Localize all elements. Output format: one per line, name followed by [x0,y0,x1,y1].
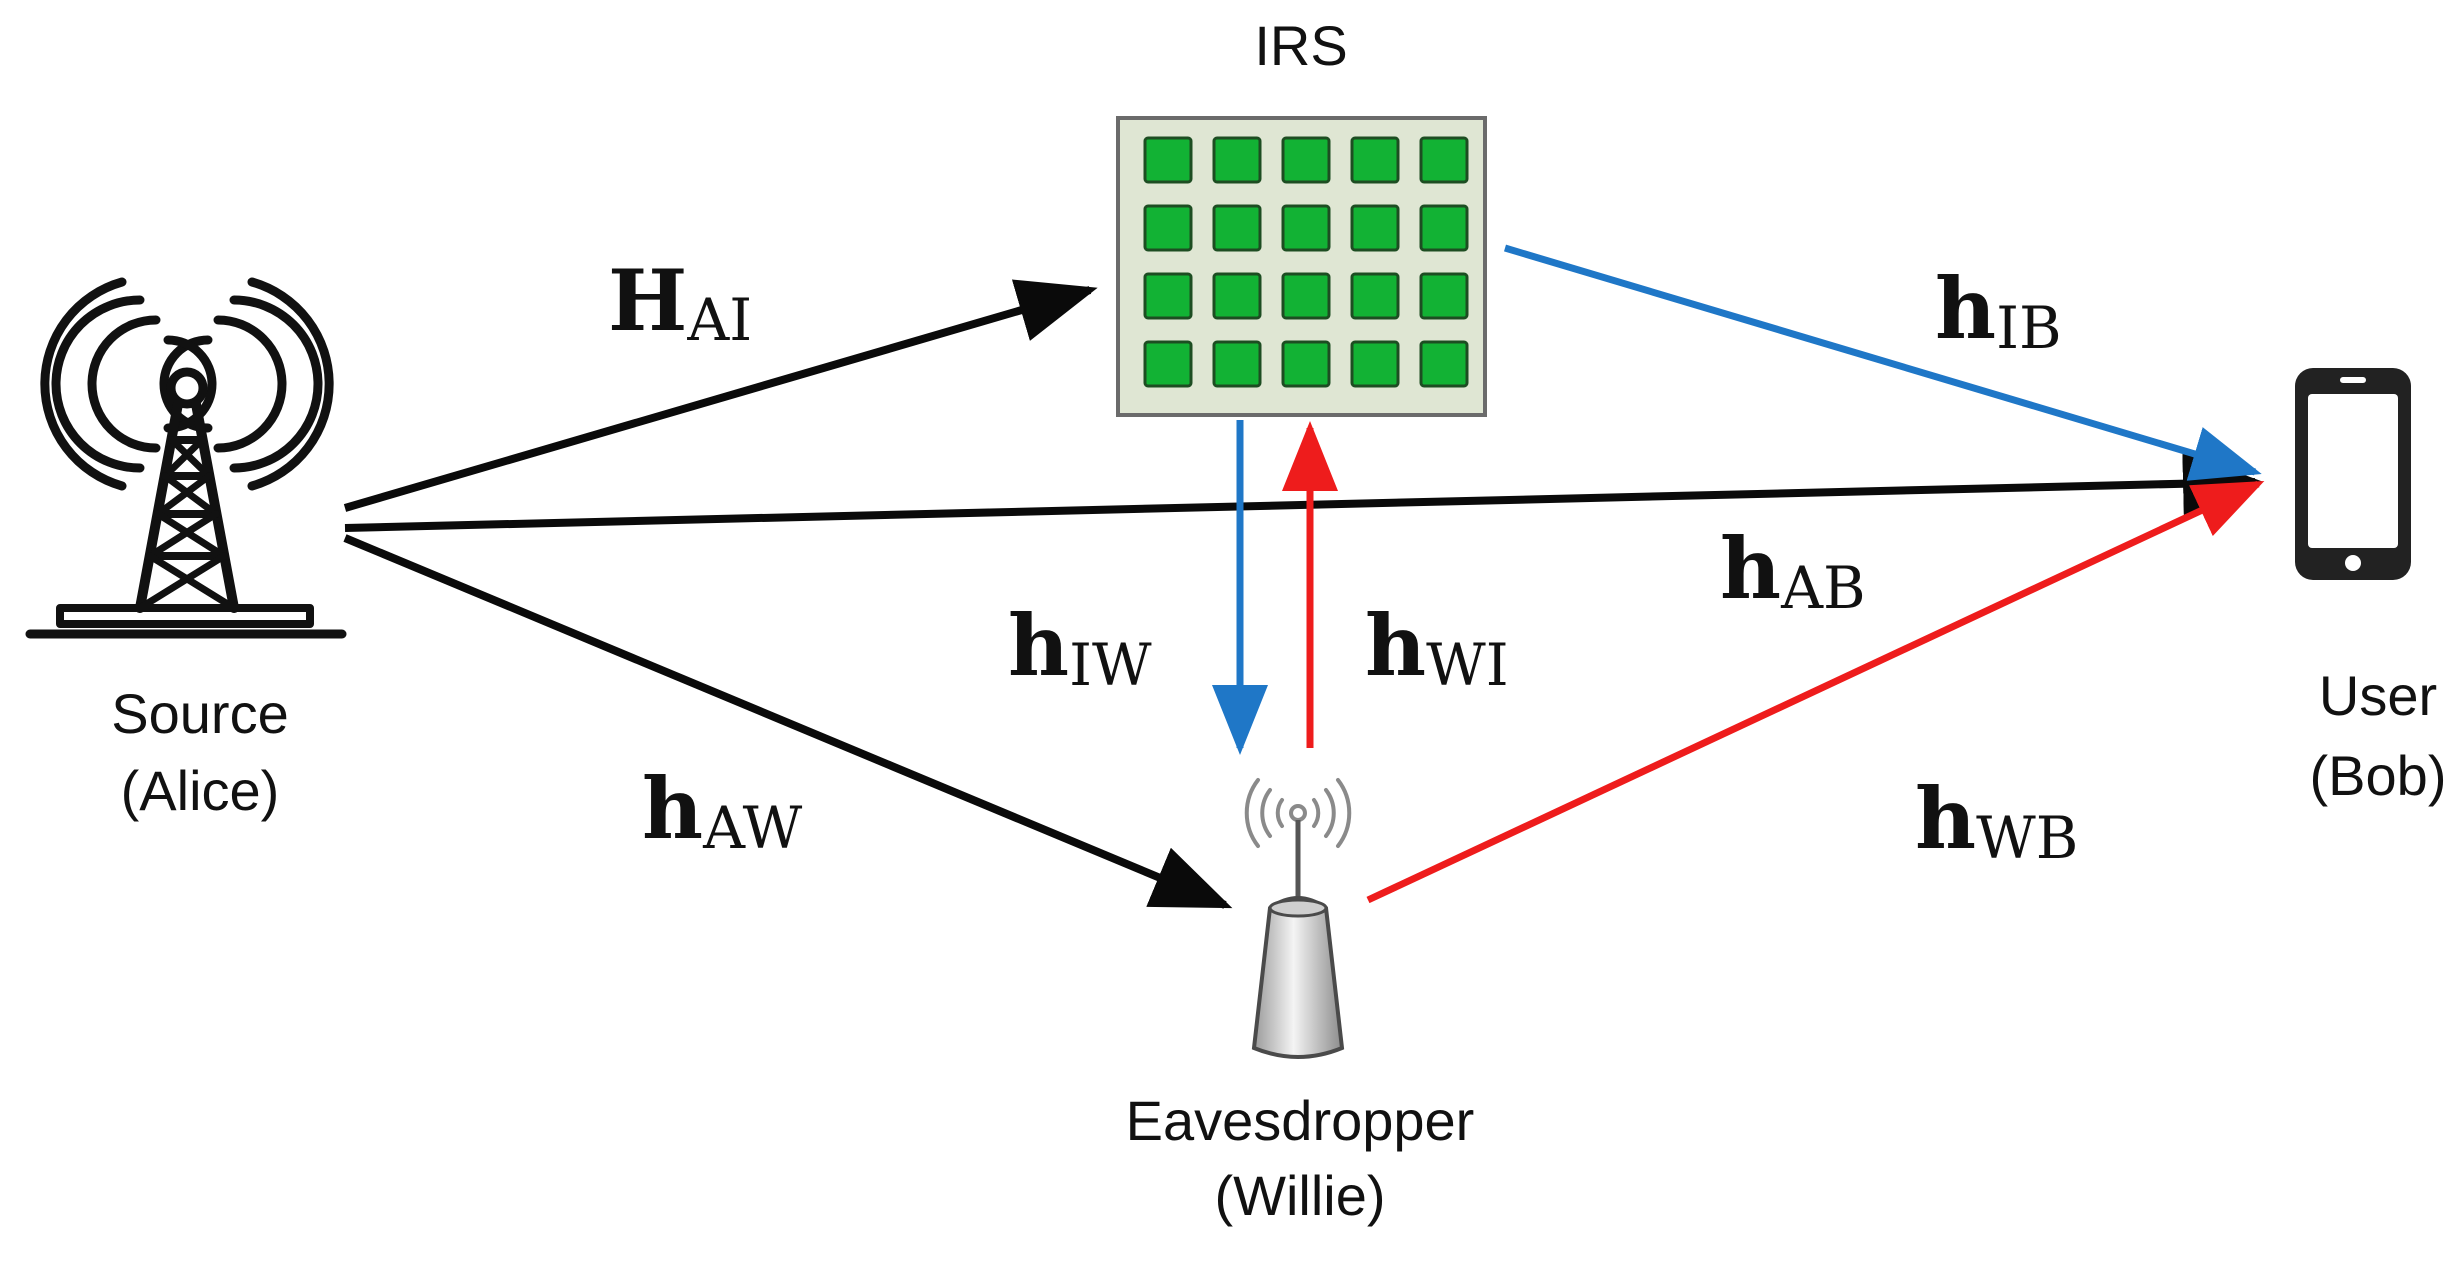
irs-panel-icon [1116,116,1487,417]
channel-h-IB-sub: IB [1996,294,2062,362]
irs-reflecting-element [1419,204,1469,252]
channel-label-H-AI: HAI [608,251,752,354]
irs-reflecting-element [1350,136,1400,184]
channel-h-AW-main: h [642,759,703,858]
irs-reflecting-element [1212,340,1262,388]
user-label-line2: (Bob) [2310,744,2447,807]
link-alice-to-bob [344,451,2263,532]
channel-label-h-WB: hWB [1915,769,2078,872]
channel-h-WI-main: h [1365,596,1426,695]
irs-reflecting-element [1212,204,1262,252]
eavesdropper-label-line2: (Willie) [1214,1164,1385,1227]
irs-reflecting-element [1143,272,1193,320]
irs-reflecting-element [1350,340,1400,388]
antenna-tower-icon [25,277,347,639]
irs-label: IRS [1254,14,1347,77]
router-antenna-icon [1244,778,1352,1059]
link-willie-to-bob [1366,480,2265,904]
channel-label-h-AB: hAB [1720,519,1866,622]
channel-h-WB-main: h [1915,769,1976,868]
channel-h-AB-main: h [1720,519,1781,618]
link-irs-to-bob [1503,244,2262,481]
irs-reflecting-element [1143,340,1193,388]
source-label-line1: Source [111,682,288,745]
irs-reflecting-element [1212,272,1262,320]
eavesdropper-label-line1: Eavesdropper [1126,1089,1475,1152]
user-label-line1: User [2319,664,2437,727]
irs-reflecting-element [1419,340,1469,388]
channel-label-h-WI: hWI [1365,596,1509,699]
link-alice-to-irs [343,279,1098,512]
irs-reflecting-element [1350,204,1400,252]
irs-element-grid [1143,136,1469,388]
channel-h-WI-sub: WI [1426,631,1509,699]
channel-h-AW-sub: AW [702,794,803,862]
channel-label-h-IB: hIB [1935,259,2062,362]
channel-h-IW-sub: IW [1069,631,1152,699]
channel-h-AB-sub: AB [1780,554,1866,622]
irs-reflecting-element [1350,272,1400,320]
irs-reflecting-element [1212,136,1262,184]
channel-h-WB-sub: WB [1976,804,2078,872]
channel-h-IB-main: h [1935,259,1996,358]
channel-h-IW-main: h [1008,596,1069,695]
irs-reflecting-element [1281,272,1331,320]
irs-reflecting-element [1419,136,1469,184]
channel-H-AI-sub: AI [686,286,752,354]
irs-reflecting-element [1281,340,1331,388]
channel-H-AI-main: H [608,251,687,350]
link-alice-to-willie [343,534,1233,909]
channel-links [343,244,2265,909]
channel-label-h-AW: hAW [642,759,803,862]
irs-reflecting-element [1419,272,1469,320]
smartphone-icon [2295,368,2411,580]
channel-label-h-IW: hIW [1008,596,1152,699]
irs-reflecting-element [1143,136,1193,184]
irs-reflecting-element [1281,136,1331,184]
irs-reflecting-element [1143,204,1193,252]
source-label-line2: (Alice) [121,759,280,822]
irs-reflecting-element [1281,204,1331,252]
